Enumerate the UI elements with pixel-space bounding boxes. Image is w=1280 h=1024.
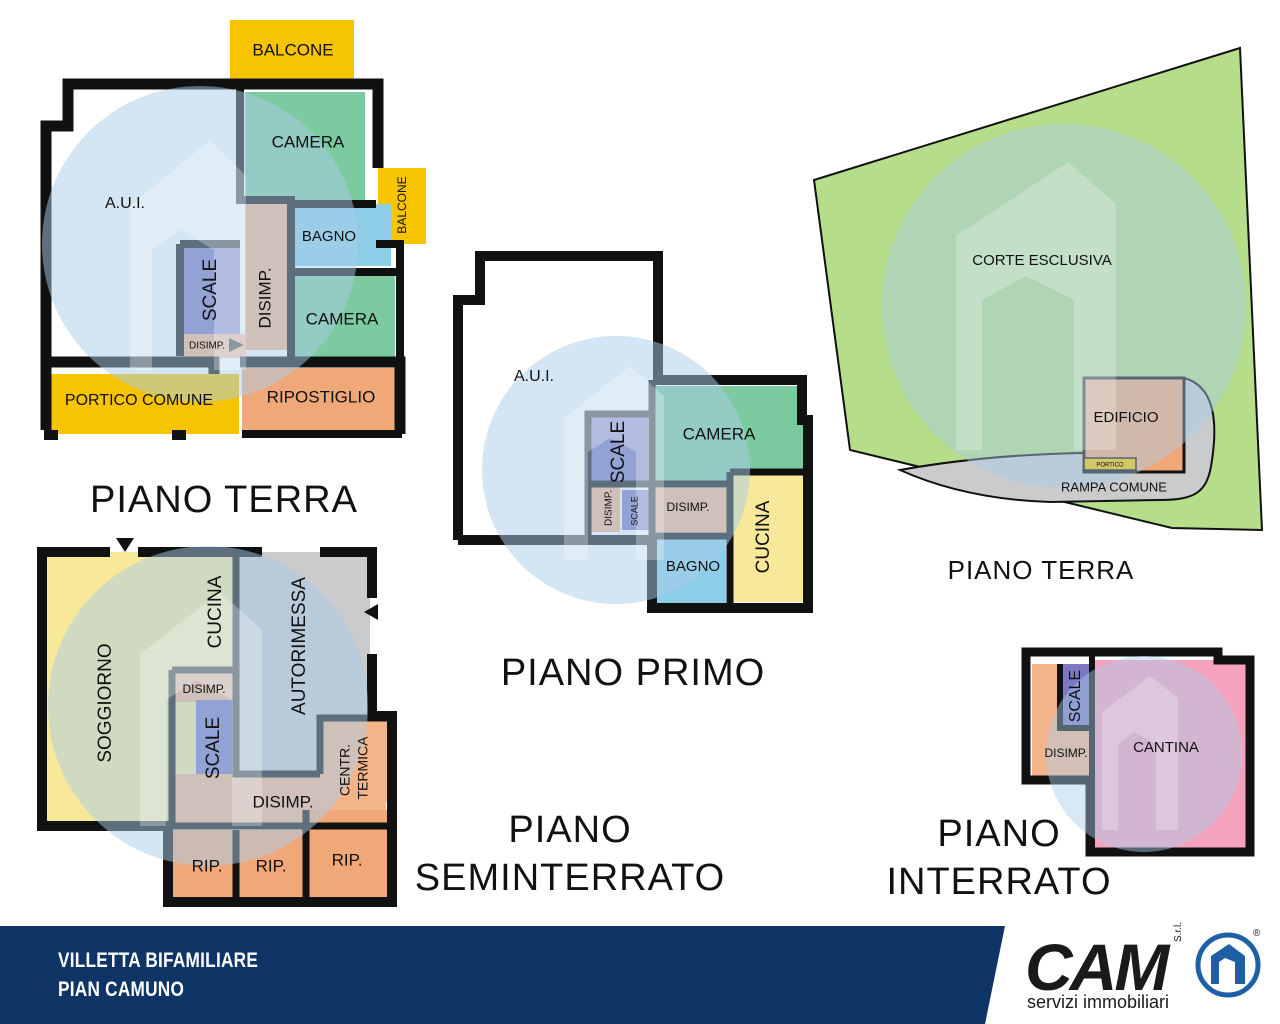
label-corte-esclusiva: CORTE ESCLUSIVA [972, 252, 1111, 269]
title-piano-terra: PIANO TERRA [90, 479, 358, 521]
label-scale-small-primo: SCALE [629, 496, 639, 526]
watermark-house-icon [130, 140, 246, 370]
property-location: PIAN CAMUNO [58, 978, 185, 1001]
label-rip-2: RIP. [256, 856, 287, 875]
property-caption: VILLETTA BIFAMILIARE PIAN CAMUNO [58, 946, 302, 1004]
title-seminterrato-line1: PIANO [508, 809, 631, 851]
label-rampa-comune: RAMPA COMUNE [1061, 479, 1167, 494]
logo-srl: S.r.l. [1173, 921, 1184, 942]
label-edificio: EDIFICIO [1093, 409, 1158, 426]
plan-piano-primo: A.U.I. SCALE CAMERA DISIMP. SCALE DISIMP… [453, 251, 813, 613]
room-portico-ext [1083, 457, 1137, 471]
label-termica: TERMICA [355, 736, 371, 800]
label-rip-3: RIP. [332, 850, 363, 869]
label-scale-terra: SCALE [200, 259, 221, 321]
plan-piano-interrato: SCALE DISIMP. CANTINA [1021, 647, 1255, 857]
watermark-circle [42, 86, 358, 402]
label-camera-primo: CAMERA [683, 424, 756, 443]
plan-corte-esclusiva: CORTE ESCLUSIVA EDIFICIO PORTICO RAMPA C… [812, 46, 1264, 532]
watermark-house-icon [140, 592, 262, 826]
room-scale-interrato [1062, 664, 1090, 728]
title-interrato-line1: PIANO [937, 813, 1060, 855]
watermark-house-icon [564, 366, 664, 560]
label-cucina-primo: CUCINA [753, 500, 774, 573]
label-scale-primo: SCALE [608, 421, 629, 483]
title-piano-terra-esterno: PIANO TERRA [948, 555, 1135, 585]
title-seminterrato-line2: SEMINTERRATO [415, 857, 725, 899]
watermark-circle [882, 124, 1246, 488]
label-bagno-terra: BAGNO [302, 228, 356, 245]
label-disimp-small-semi: DISIMP. [182, 682, 225, 696]
label-bagno-primo: BAGNO [666, 558, 720, 575]
label-portico-comune: PORTICO COMUNE [65, 392, 213, 409]
label-disimp-terra: DISIMP. [255, 267, 274, 328]
logo-wordmark: CAM [1025, 930, 1169, 1004]
room-cantina [1092, 660, 1248, 848]
watermark-circle [48, 546, 368, 866]
label-aui-primo: A.U.I. [514, 368, 554, 385]
label-rip-1: RIP. [192, 856, 223, 875]
label-soggiorno: SOGGIORNO [95, 643, 116, 762]
property-type: VILLETTA BIFAMILIARE [58, 949, 259, 972]
watermark-house-icon [956, 162, 1116, 450]
footer: VILLETTA BIFAMILIARE PIAN CAMUNO CAM S.r… [0, 922, 1280, 1024]
watermark-circle [482, 336, 750, 604]
room-edificio [1082, 376, 1186, 474]
label-cantina: CANTINA [1133, 739, 1199, 756]
label-balcone-side: BALCONE [395, 176, 409, 233]
label-scale-semi: SCALE [203, 717, 224, 779]
watermark-circle [1046, 656, 1242, 852]
watermark-house-icon [1102, 676, 1178, 830]
title-piano-primo: PIANO PRIMO [501, 652, 765, 694]
label-portico-ext: PORTICO [1096, 463, 1124, 469]
label-disimp-v-primo: DISIMP. [604, 490, 615, 526]
label-camera-top: CAMERA [272, 132, 345, 151]
house-badge-icon [1195, 932, 1261, 998]
registered-mark: ® [1253, 928, 1261, 939]
label-aui-terra: A.U.I. [105, 195, 145, 212]
label-disimp-interrato: DISIMP. [1044, 746, 1087, 760]
label-camera-bottom: CAMERA [306, 309, 379, 328]
label-centr: CENTR. [337, 744, 353, 796]
title-interrato-line2: INTERRATO [886, 861, 1111, 903]
plan-piano-seminterrato: CUCINA AUTORIMESSA SOGGIORNO DISIMP. SCA… [37, 538, 397, 907]
room-balcone-top [230, 20, 354, 80]
label-disimp-small-terra: DISIMP. [189, 341, 225, 352]
label-disimp-semi: DISIMP. [252, 792, 313, 811]
label-balcone-top: BALCONE [252, 40, 333, 59]
label-cucina-semi: CUCINA [205, 575, 226, 648]
label-ripostiglio: RIPOSTIGLIO [267, 387, 376, 406]
label-disimp-primo: DISIMP. [666, 500, 709, 514]
cam-logo: CAM S.r.l. servizi immobiliari ® [1025, 922, 1265, 1020]
footer-band [0, 926, 1005, 1024]
label-autorimessa: AUTORIMESSA [289, 577, 310, 715]
label-scale-interrato: SCALE [1067, 670, 1084, 722]
logo-subtitle: servizi immobiliari [1027, 992, 1170, 1012]
plan-piano-terra: BALCONE CAMERA BALCONE A.U.I. BAGNO SCAL… [40, 20, 426, 440]
